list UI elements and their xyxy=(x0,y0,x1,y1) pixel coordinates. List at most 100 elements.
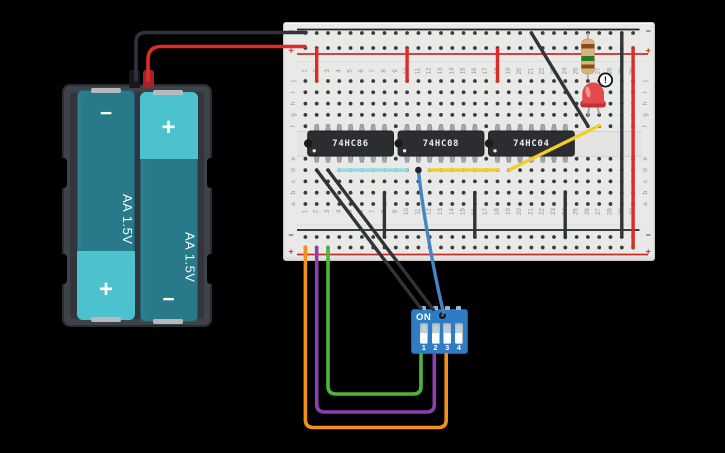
signal-yellow-led-wire[interactable] xyxy=(507,123,602,172)
column-number: 27 xyxy=(596,208,602,215)
minus-symbol: − xyxy=(99,102,113,125)
battery-negative-wire[interactable] xyxy=(134,30,308,82)
row-letter: b xyxy=(290,191,297,195)
column-number: 13 xyxy=(438,208,444,215)
switch-input-1-wire[interactable] xyxy=(315,168,423,311)
row-letter: d xyxy=(290,168,297,172)
battery-positive-end xyxy=(77,251,135,320)
column-number: 13 xyxy=(438,67,444,74)
column-number: 26 xyxy=(585,208,591,215)
dip-top-pin xyxy=(444,306,450,310)
column-number: 7 xyxy=(370,209,376,213)
row-letter: e xyxy=(642,157,649,161)
led-red[interactable] xyxy=(580,82,606,116)
column-number: 1 xyxy=(302,69,308,73)
column-number: 1 xyxy=(302,209,308,213)
ic-74hc86[interactable]: 74HC86 xyxy=(304,124,395,163)
warning-badge[interactable]: ! xyxy=(598,72,614,88)
row-letter: j xyxy=(290,80,297,82)
frame-notch xyxy=(207,158,214,188)
row-letter: a xyxy=(642,202,649,206)
dip-num-1: 1 xyxy=(421,343,426,352)
column-number: 28 xyxy=(608,208,614,215)
ic-pin1-dot xyxy=(493,149,497,153)
ic-pin1-dot xyxy=(312,149,316,153)
dip-num-2: 2 xyxy=(433,343,438,352)
column-number: 2 xyxy=(314,209,320,213)
column-number: 24 xyxy=(562,67,568,74)
column-number: 14 xyxy=(449,67,455,74)
resistor-band xyxy=(581,56,595,61)
dip-knob-3[interactable] xyxy=(443,333,451,343)
wire-junction-dot[interactable] xyxy=(415,166,422,174)
battery-cap xyxy=(91,317,121,322)
column-number: 6 xyxy=(359,209,365,213)
led-gnd-black-wire[interactable] xyxy=(529,31,590,128)
dip-slider-3[interactable] xyxy=(443,323,452,344)
battery-cap xyxy=(153,319,183,324)
ic-notch xyxy=(394,139,403,148)
switch-blue-wire[interactable] xyxy=(416,168,446,315)
rail-polarity-label: − xyxy=(646,230,651,240)
column-number: 28 xyxy=(608,67,614,74)
rail-polarity-label: − xyxy=(288,230,293,240)
column-number: 4 xyxy=(336,69,342,73)
column-number: 3 xyxy=(325,209,331,213)
dip-switch[interactable]: ON 1 2 3 4 xyxy=(411,306,468,354)
rail-polarity-label: + xyxy=(646,46,651,56)
column-number: 9 xyxy=(393,69,399,73)
column-number: 12 xyxy=(427,208,433,215)
column-number: 25 xyxy=(574,67,580,74)
row-letter: f xyxy=(642,125,649,127)
column-number: 22 xyxy=(540,208,546,215)
column-number: 18 xyxy=(495,208,501,215)
row-letter: i xyxy=(642,92,649,93)
battery-cap xyxy=(153,90,183,95)
column-number: 6 xyxy=(359,69,365,73)
dip-knob-1[interactable] xyxy=(420,333,428,343)
row-letter: g xyxy=(642,113,649,117)
column-number: 7 xyxy=(370,69,376,73)
row-letter: c xyxy=(642,179,649,183)
column-number: 22 xyxy=(540,67,546,74)
frame-notch xyxy=(60,158,67,188)
resistor[interactable] xyxy=(581,33,595,79)
battery-aa-2[interactable]: + AA 1.5V − xyxy=(139,92,198,322)
column-number: 21 xyxy=(528,67,534,74)
frame-notch xyxy=(207,254,214,284)
battery-aa-1[interactable]: − AA 1.5V + xyxy=(77,90,135,320)
column-number: 9 xyxy=(393,209,399,213)
dip-top-pin xyxy=(456,306,462,310)
switch-purple-wire[interactable] xyxy=(314,245,437,414)
battery-positive-end xyxy=(139,92,198,159)
switch-orange-wire[interactable] xyxy=(303,245,448,430)
dip-top-pin xyxy=(421,306,427,310)
dip-slider-2[interactable] xyxy=(431,323,440,344)
led-dome xyxy=(582,82,604,104)
plus-symbol: + xyxy=(98,276,113,303)
switch-input-2-wire[interactable] xyxy=(326,168,435,312)
column-number: 23 xyxy=(551,208,557,215)
column-number: 17 xyxy=(483,208,489,215)
column-number: 25 xyxy=(574,208,580,215)
battery-positive-wire[interactable] xyxy=(146,44,307,82)
row-letter: a xyxy=(290,202,297,206)
column-number: 4 xyxy=(336,209,342,213)
warning-exclamation: ! xyxy=(604,75,607,86)
column-number: 5 xyxy=(348,209,354,213)
ic-label: 74HC08 xyxy=(423,139,460,149)
row-letter: i xyxy=(290,92,297,93)
dip-knob-2[interactable] xyxy=(432,333,439,343)
minus-symbol: − xyxy=(162,288,175,311)
dip-slider-4[interactable] xyxy=(454,323,463,344)
switch-green-wire[interactable] xyxy=(326,245,423,396)
ic-label: 74HC86 xyxy=(332,139,369,149)
ic-74hc08[interactable]: 74HC08 xyxy=(394,124,485,163)
dip-knob-4[interactable] xyxy=(455,333,463,343)
row-letter: h xyxy=(290,101,297,105)
battery-pack[interactable]: − AA 1.5V + + AA 1.5V − xyxy=(60,70,214,327)
dip-slider-1[interactable] xyxy=(419,323,428,344)
column-number: 20 xyxy=(517,208,523,215)
